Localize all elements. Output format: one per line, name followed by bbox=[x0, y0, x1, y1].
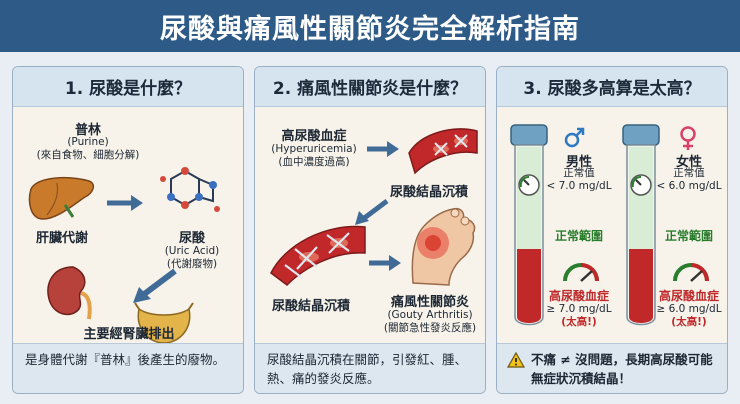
female-high-label: 高尿酸血症 bbox=[658, 289, 719, 303]
panel3-heading: 3. 尿酸多高算是太高？ bbox=[497, 67, 727, 107]
test-tube-icon bbox=[622, 124, 660, 326]
blood-vessel-icon bbox=[408, 128, 478, 175]
panel-what-is-uric-acid: 1. 尿酸是什麼？ 普林 (Purine) (來自食物、細胞分解) 肝臟代謝 尿… bbox=[12, 66, 244, 394]
male-high-value: ≥ 7.0 mg/dL bbox=[546, 303, 612, 315]
purine-english: (Purine) bbox=[67, 136, 109, 148]
male-range-label: 正常範圍 bbox=[554, 229, 603, 243]
male-high-note: (太高!) bbox=[561, 316, 597, 328]
gauge-icon bbox=[563, 263, 599, 282]
male-normal-label: 正常值 bbox=[563, 167, 595, 179]
gout-label: 痛風性關節炎 bbox=[390, 295, 469, 310]
male-symbol-icon bbox=[564, 127, 585, 148]
kidney-icon bbox=[47, 266, 92, 320]
warning-icon bbox=[506, 351, 526, 368]
page-title: 尿酸與痛風性關節炎完全解析指南 bbox=[160, 13, 580, 45]
gauge-icon bbox=[518, 174, 540, 196]
title-bar: 尿酸與痛風性關節炎完全解析指南 bbox=[0, 0, 740, 52]
gout-desc: (關節急性發炎反應) bbox=[383, 322, 477, 334]
liver-icon bbox=[28, 176, 95, 220]
gauge-icon bbox=[673, 263, 709, 282]
purine-label: 普林 bbox=[74, 123, 101, 138]
crystal-deposit-label-top: 尿酸結晶沉積 bbox=[389, 185, 468, 200]
female-label: 女性 bbox=[675, 155, 702, 170]
arrow-icon bbox=[133, 268, 177, 303]
female-high-note: (太高!) bbox=[671, 316, 707, 328]
male-normal-value: < 7.0 mg/dL bbox=[546, 180, 612, 192]
panel3-footer: 不痛 ≠ 沒問題，長期高尿酸可能無症狀沉積結晶！ bbox=[497, 343, 727, 393]
crystal-deposit-label-bottom: 尿酸結晶沉積 bbox=[271, 299, 350, 314]
crystal-icon bbox=[270, 225, 366, 286]
gauge-icon bbox=[630, 174, 652, 196]
hyperuricemia-desc: (血中濃度過高) bbox=[278, 156, 350, 168]
arrow-icon bbox=[369, 255, 401, 271]
panel-what-is-gout: 2. 痛風性關節炎是什麼？ 高尿酸血症 (Hyperuricemia) (血中濃… bbox=[254, 66, 486, 394]
female-normal-label: 正常值 bbox=[673, 167, 705, 179]
arrow-icon bbox=[107, 195, 143, 211]
hyperuricemia-label: 高尿酸血症 bbox=[281, 129, 347, 144]
panel2-heading: 2. 痛風性關節炎是什麼？ bbox=[255, 67, 485, 107]
female-range-label: 正常範圍 bbox=[664, 229, 713, 243]
female-symbol-icon bbox=[680, 126, 696, 150]
male-label: 男性 bbox=[565, 155, 592, 170]
uric-acid-label: 尿酸 bbox=[178, 231, 205, 246]
panel1-footer: 是身體代謝『普林』後產生的廢物。 bbox=[13, 343, 243, 393]
liver-label: 肝臟代謝 bbox=[35, 231, 88, 246]
panel2-footer: 尿酸結晶沉積在關節，引發紅、腫、熱、痛的發炎反應。 bbox=[255, 343, 485, 393]
panel-how-high-too-high: 3. 尿酸多高算是太高？ 男性 正常值 < 7.0 mg/dL 正常範圍 高尿酸… bbox=[496, 66, 728, 394]
uric-acid-desc: (代謝廢物) bbox=[166, 258, 218, 270]
female-normal-value: < 6.0 mg/dL bbox=[656, 180, 722, 192]
arrow-icon bbox=[355, 199, 389, 225]
molecule-icon bbox=[160, 167, 220, 212]
arrow-icon bbox=[367, 141, 399, 157]
kidney-label: 主要經腎臟排出 bbox=[83, 327, 175, 342]
gout-english: (Gouty Arthritis) bbox=[387, 309, 473, 321]
inflamed-foot-icon bbox=[411, 207, 476, 286]
male-high-label: 高尿酸血症 bbox=[548, 289, 609, 303]
panel1-heading: 1. 尿酸是什麼？ bbox=[13, 67, 243, 107]
hyperuricemia-english: (Hyperuricemia) bbox=[271, 143, 357, 155]
purine-source: (來自食物、細胞分解) bbox=[36, 149, 140, 161]
female-high-value: ≥ 6.0 mg/dL bbox=[656, 303, 722, 315]
bladder-icon bbox=[134, 302, 194, 344]
panel3-footer-text: 不痛 ≠ 沒問題，長期高尿酸可能無症狀沉積結晶！ bbox=[531, 352, 713, 386]
uric-acid-english: (Uric Acid) bbox=[164, 245, 220, 257]
